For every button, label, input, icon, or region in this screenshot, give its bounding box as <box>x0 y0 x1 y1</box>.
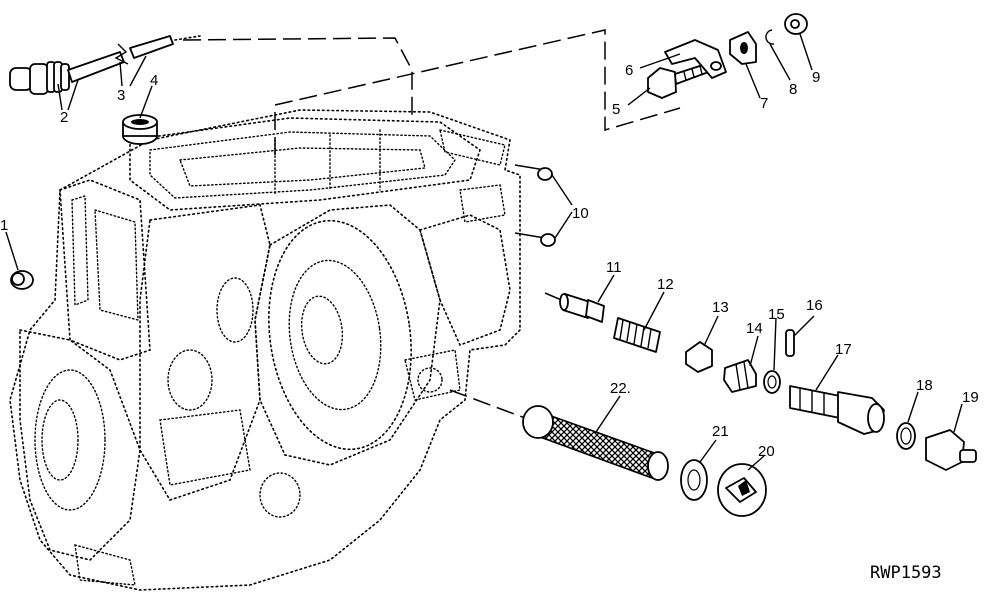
callout-7: 7 <box>760 95 768 112</box>
part-22-screen-filter <box>522 405 669 481</box>
part-14-plunger <box>723 359 757 393</box>
callout-15: 15 <box>768 306 785 323</box>
part-19-fitting <box>925 429 977 471</box>
part-4-grommet <box>122 114 158 145</box>
part-8-snap-ring <box>765 29 775 45</box>
callout-12: 12 <box>657 276 674 293</box>
callout-14: 14 <box>746 320 763 337</box>
callout-labels: 1 2 3 4 5 6 7 8 9 10 11 12 13 14 15 16 1… <box>0 62 979 460</box>
callout-11: 11 <box>606 259 622 276</box>
part-1-bushing <box>10 270 34 290</box>
part-11-valve <box>559 293 605 323</box>
part-7-clip <box>729 31 757 65</box>
callout-3: 3 <box>117 87 125 104</box>
callout-5: 5 <box>612 101 620 118</box>
callout-1: 1 <box>0 217 8 234</box>
callout-16: 16 <box>806 297 823 314</box>
part-17-valve-body <box>789 385 885 435</box>
callout-13: 13 <box>712 299 729 316</box>
callout-21: 21 <box>712 423 729 440</box>
part-20-drain-plug <box>717 463 767 517</box>
part-16-pin <box>785 329 795 357</box>
part-3-dipstick-rod <box>67 35 201 83</box>
part-15-o-ring <box>763 370 781 394</box>
callout-22: 22. <box>610 380 631 397</box>
callout-6: 6 <box>625 62 633 79</box>
part-12-spring <box>613 317 661 353</box>
part-9-nut <box>784 13 808 35</box>
part-18-o-ring <box>896 422 916 450</box>
part-2-dipstick-plug <box>9 61 70 95</box>
callout-8: 8 <box>789 81 797 98</box>
part-6-bracket <box>664 39 727 79</box>
callout-10: 10 <box>572 205 589 222</box>
part-21-washer <box>680 459 708 501</box>
part-10-dowel-pins <box>537 167 556 247</box>
callout-18: 18 <box>916 377 933 394</box>
figure-code: RWP1593 <box>870 563 942 583</box>
callout-4: 4 <box>150 72 158 89</box>
callout-2: 2 <box>60 109 68 126</box>
callout-20: 20 <box>758 443 775 460</box>
callout-17: 17 <box>835 341 852 358</box>
leader-lines <box>5 33 963 471</box>
part-13-cap <box>685 341 713 373</box>
transmission-housing <box>9 109 521 591</box>
callout-19: 19 <box>962 389 979 406</box>
callout-9: 9 <box>812 69 820 86</box>
